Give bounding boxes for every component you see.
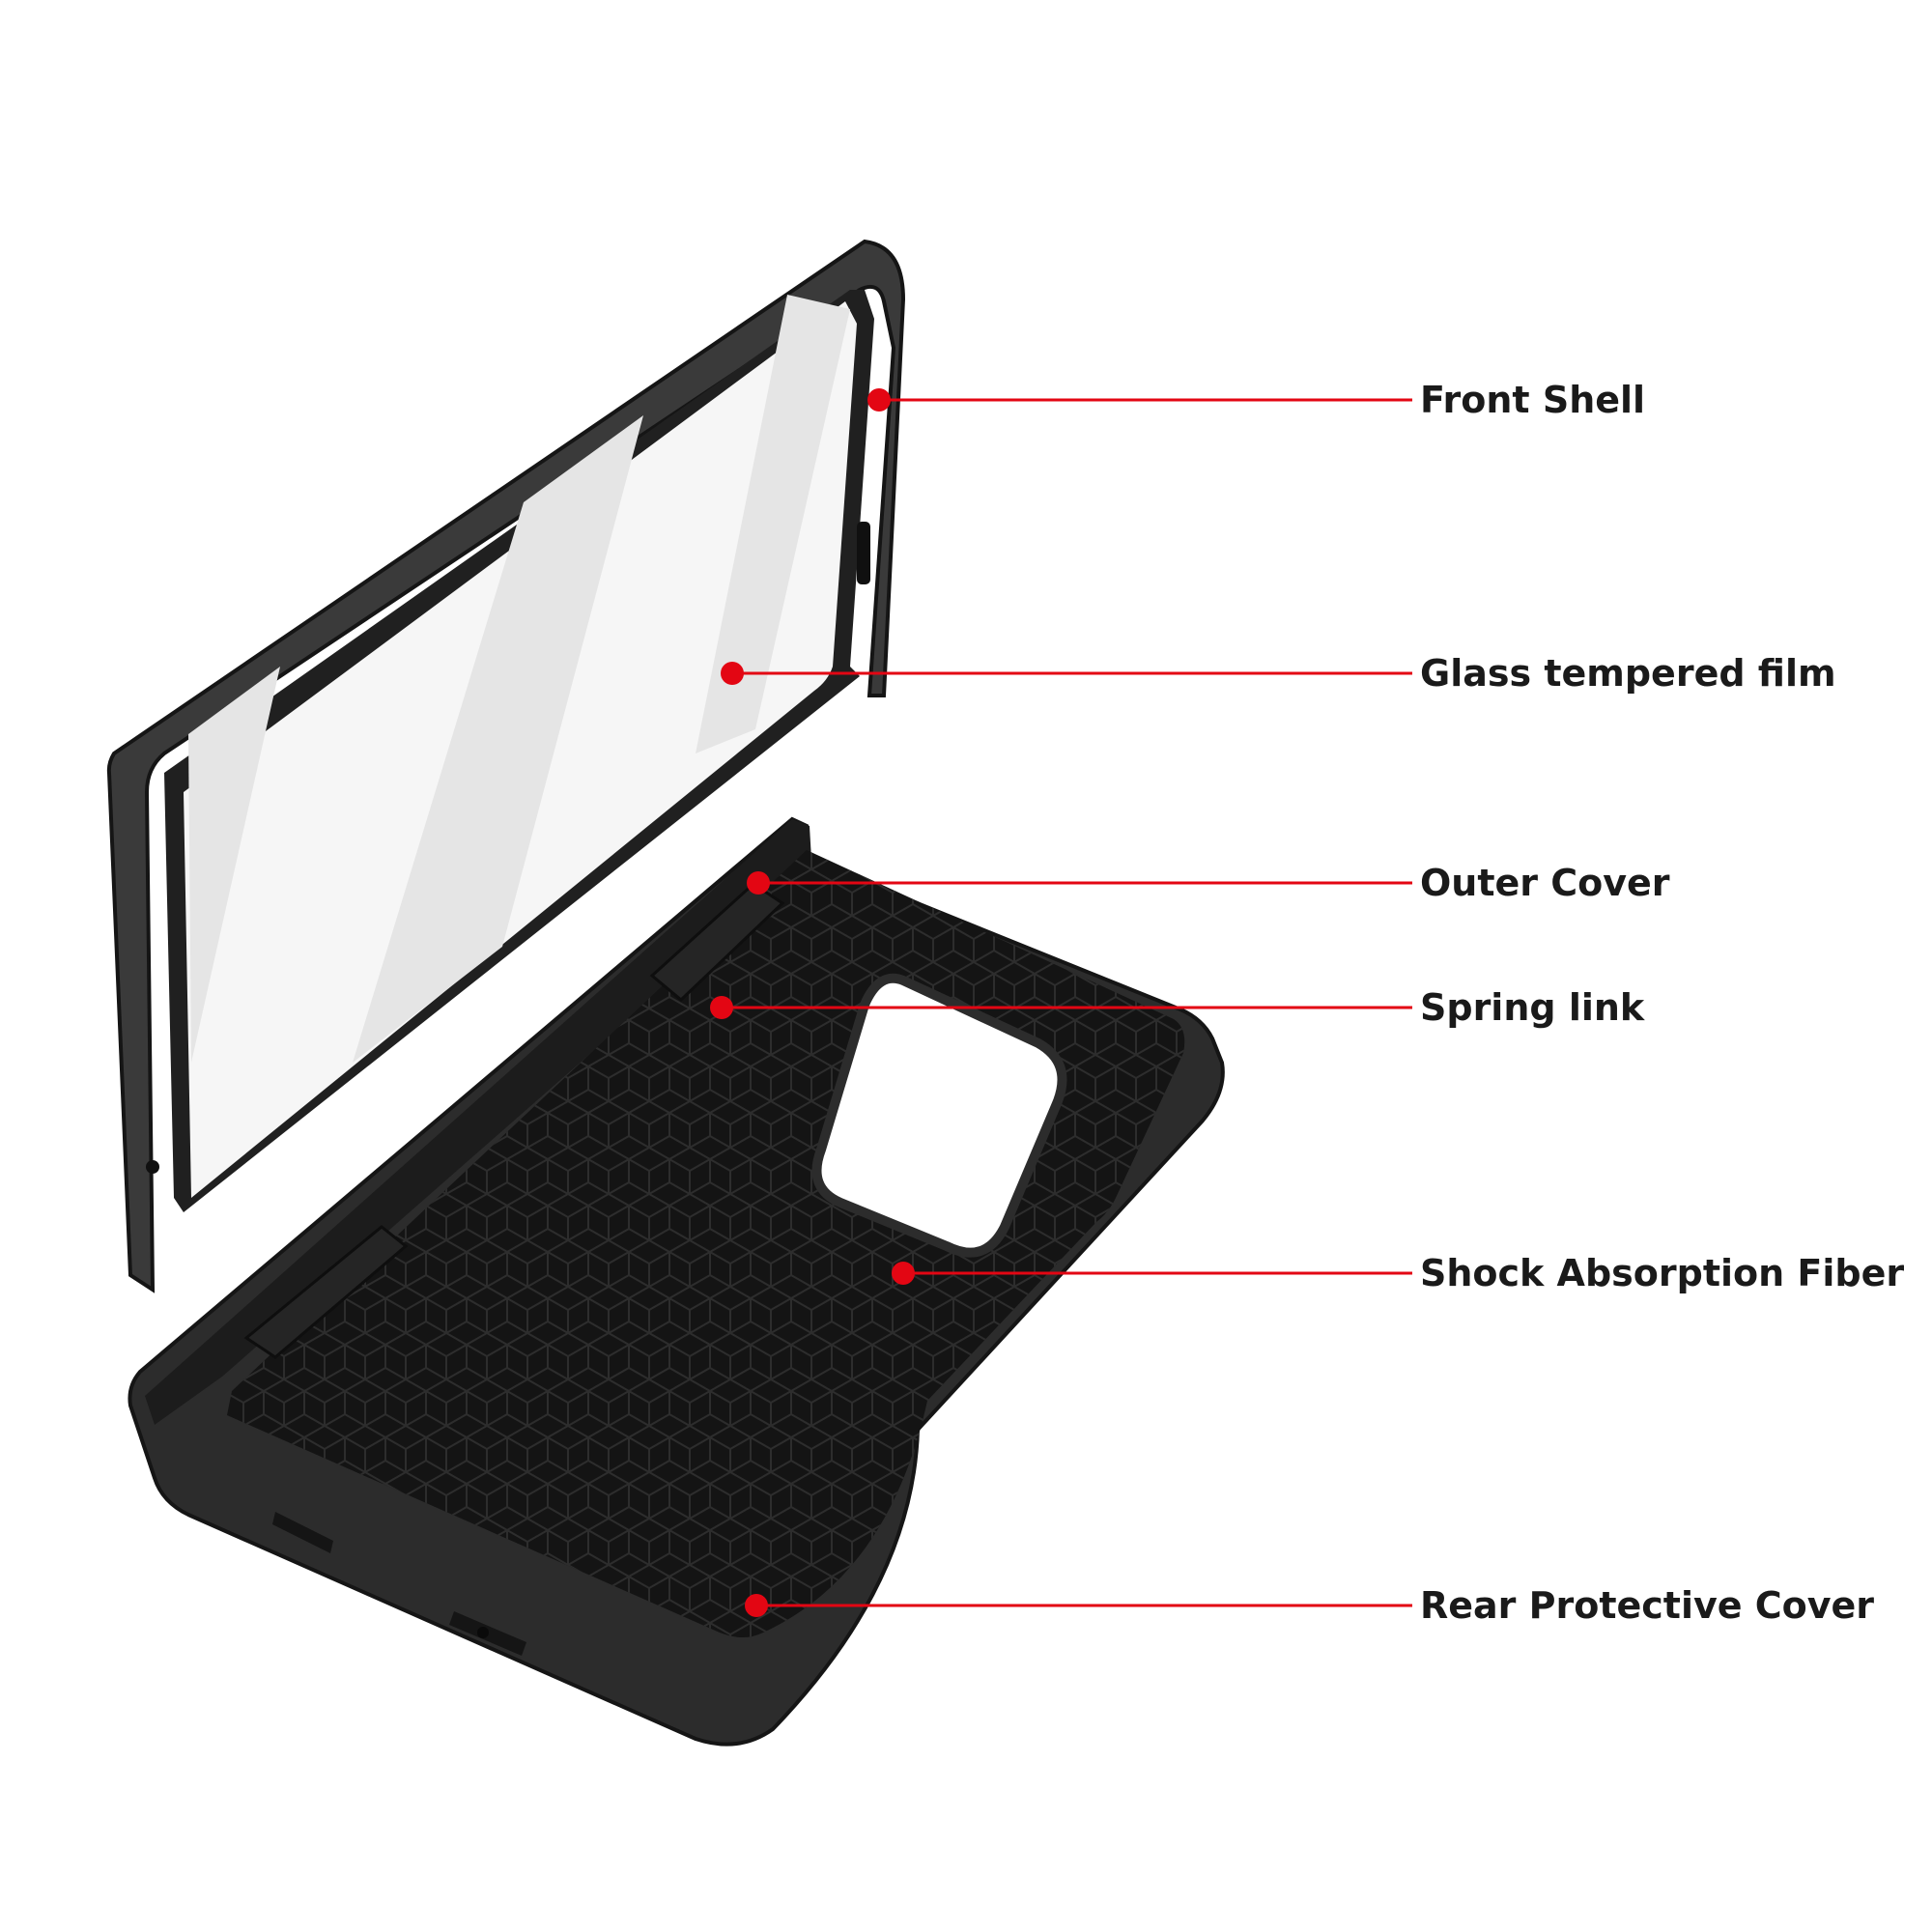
callout-lines bbox=[710, 388, 1412, 1617]
rear-protective-cover-label: Rear Protective Cover bbox=[1420, 1584, 1875, 1627]
outer-cover-label: Outer Cover bbox=[1420, 862, 1670, 904]
glass-sheen-2 bbox=[353, 415, 643, 1063]
front-shell-button-slot bbox=[857, 522, 870, 584]
front-shell-part bbox=[106, 239, 906, 1293]
glass-tempered-film-label: Glass tempered film bbox=[1420, 652, 1836, 695]
front-shell-outer bbox=[106, 239, 906, 1293]
glass-tempered-film-dot bbox=[721, 662, 744, 685]
front-shell-label: Front Shell bbox=[1420, 379, 1646, 421]
front-shell-hinge-pin bbox=[146, 1160, 159, 1174]
rear-cover-port bbox=[477, 1627, 489, 1638]
shock-absorption-fiber-label: Shock Absorption Fiber bbox=[1420, 1252, 1905, 1294]
glass-sheen-1 bbox=[696, 295, 850, 753]
outer-cover-dot bbox=[747, 871, 770, 895]
spring-link-top bbox=[649, 882, 785, 1003]
outer-cover-wall bbox=[145, 819, 811, 1425]
rear-cover-side-button bbox=[272, 1512, 333, 1553]
rear-protective-cover-dot bbox=[745, 1594, 768, 1617]
glass-sheen-3 bbox=[188, 667, 280, 1063]
front-shell-dot bbox=[867, 388, 891, 412]
shock-absorption-fiber-dot bbox=[892, 1262, 915, 1285]
camera-cutout bbox=[811, 973, 1067, 1258]
spring-link-bottom bbox=[243, 1225, 409, 1359]
spring-link-label: Spring link bbox=[1420, 986, 1645, 1029]
spring-link-dot bbox=[710, 996, 733, 1019]
